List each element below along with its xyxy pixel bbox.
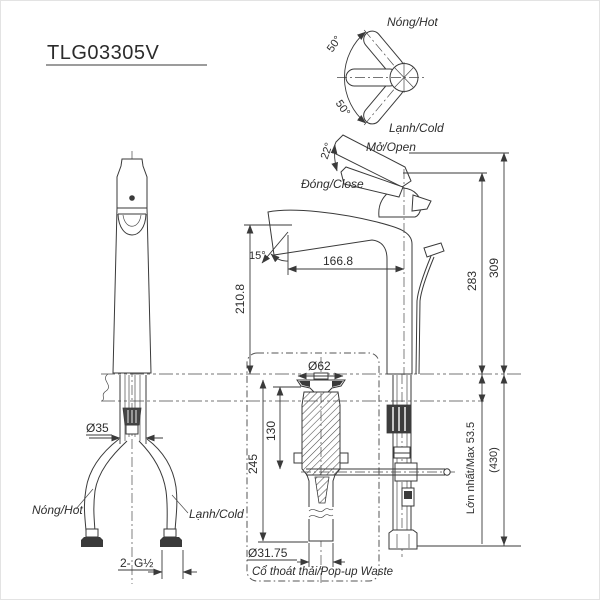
front-view: Ø35 Nóng/Hot Lạnh/Cold 2- G½	[32, 151, 244, 584]
dim-thread-size-text: 2- G½	[120, 556, 153, 570]
lever-rear-tail	[411, 194, 432, 212]
cold-fitting-nut	[160, 537, 182, 547]
popup-lift-rod-horizontal	[301, 468, 456, 476]
shank-joint-upper	[393, 446, 411, 454]
popup-break-lower	[308, 514, 334, 518]
dim-height-open-text: 309	[487, 258, 501, 278]
lift-rod-front	[415, 255, 432, 375]
front-spout-inner-arc	[122, 214, 142, 227]
front-collar	[125, 424, 139, 435]
rod-adjuster-screw	[404, 491, 412, 499]
front-handle-cap	[116, 158, 148, 209]
model-number: TLG03305V	[47, 42, 160, 64]
dim-spout-height-text: 210.8	[233, 284, 247, 314]
cold-supply-label: Lạnh/Cold	[189, 507, 244, 521]
upper-angle-text: 50°	[325, 34, 344, 55]
rod-end-ball	[443, 468, 451, 476]
handle-top-view: 50° 50° Nóng/Hot Lạnh/Cold	[325, 15, 444, 135]
dim-drain-total-text: 245	[246, 454, 260, 474]
hot-fitting-body	[85, 528, 99, 538]
dim-tailpipe-diameter-text: Ø31.75	[248, 546, 288, 560]
dim-height-closed-text: 283	[465, 271, 479, 291]
lift-rod-back	[418, 256, 435, 375]
dim-spout-angle-text: 15°	[249, 250, 266, 262]
faucet-body-spout	[267, 209, 413, 375]
dim-counter-max-text: Lớn nhất/Max 53.5	[465, 422, 477, 514]
close-label: Đóng/Close	[301, 177, 364, 191]
popup-waste-assembly: Ø62 130 245 Ø31.75 Cổ thoát thải/Pop-up …	[246, 352, 393, 586]
shank-hex-nut	[388, 529, 418, 550]
lever-angle-arc	[330, 144, 338, 172]
dim-spout-height: 210.8	[233, 224, 292, 375]
hot-leader	[75, 488, 94, 510]
popup-tab-right	[339, 452, 349, 464]
hot-supply-label: Nóng/Hot	[32, 503, 83, 517]
popup-break-upper	[308, 508, 334, 512]
dim-height-open: 309	[487, 152, 508, 375]
front-spout-outer-arc	[117, 213, 147, 236]
dim-thread-size: 2- G½	[118, 550, 197, 579]
shank-joint-lower	[393, 452, 411, 459]
dim-hose-length-text: (430)	[488, 447, 500, 473]
cold-leader	[171, 494, 189, 514]
dim-flange-diameter-text: Ø62	[308, 359, 331, 373]
side-view-underdeck	[386, 374, 521, 557]
dim-flange-diameter: Ø62	[297, 359, 344, 380]
lever-angle-text: 22°	[319, 141, 336, 161]
popup-dashed-box	[246, 352, 380, 582]
hot-fitting-nut	[81, 537, 103, 547]
front-set-screw	[129, 195, 135, 201]
dim-tailpipe-diameter: Ø31.75	[247, 543, 345, 567]
dim-spout-reach: 166.8	[287, 235, 405, 275]
topview-cold-label: Lạnh/Cold	[389, 121, 444, 135]
popup-flange-shade-right	[332, 381, 343, 387]
open-label: Mở/Open	[366, 140, 416, 154]
dim-body-diameter: Ø35	[86, 421, 163, 444]
dim-hose-length: (430)	[488, 374, 508, 546]
hot-hose	[81, 438, 128, 547]
cold-fitting-body	[163, 528, 177, 538]
popup-flange-shade-left	[299, 381, 310, 387]
dim-drain-upper-text: 130	[264, 421, 278, 441]
popup-inner-plug	[314, 476, 330, 504]
front-body	[112, 207, 152, 374]
popup-tab-left	[293, 452, 303, 464]
drawing-title: TLG03305V	[46, 42, 207, 66]
side-view: 22° Mở/Open Đóng/Close	[267, 134, 509, 375]
handle-rotation-arc	[344, 31, 367, 124]
lever-closed-position	[340, 166, 404, 198]
front-supply-stack	[119, 375, 147, 441]
cold-hose	[138, 438, 182, 547]
popup-body	[301, 391, 341, 476]
lift-rod-knob	[423, 242, 445, 258]
dim-counter-max: Lớn nhất/Max 53.5	[465, 374, 486, 544]
deck-break	[101, 373, 109, 402]
dim-body-diameter-text: Ø35	[86, 421, 109, 435]
dim-spout-reach-text: 166.8	[323, 254, 353, 268]
popup-caption: Cổ thoát thải/Pop-up Waste	[252, 566, 393, 578]
dim-drain-upper: 130	[264, 386, 301, 470]
dim-drain-total: 245	[246, 379, 308, 543]
dim-height-closed: 283	[465, 172, 486, 375]
topview-hot-label: Nóng/Hot	[387, 15, 438, 29]
